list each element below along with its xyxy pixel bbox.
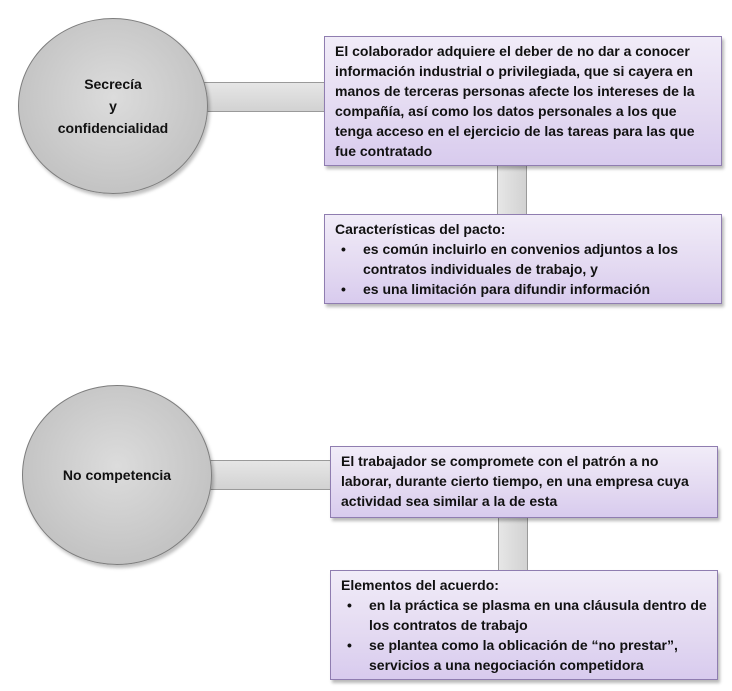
node-non-compete: No competencia [22,385,212,565]
noncompete-description-text: El trabajador se compromete con el patró… [341,453,689,509]
secrecy-characteristics-box: Características del pacto: es común incl… [324,214,722,304]
connector-noncompete-to-description [195,460,335,490]
node-secrecy-confidentiality: Secrecía y confidencialidad [18,18,208,194]
list-item: se plantea como la oblicación de “no pre… [341,635,707,675]
connector-noncompete-description-to-details [498,518,528,572]
noncompete-elements-heading: Elementos del acuerdo: [341,577,499,593]
secrecy-characteristics-heading: Características del pacto: [335,221,506,237]
node-secrecy-label: Secrecía y confidencialidad [43,73,183,139]
list-item: es común incluirlo en convenios adjuntos… [335,239,711,279]
list-item: es una limitación para difundir informac… [335,279,711,299]
node-secrecy-label-line: Secrecía [84,76,142,92]
noncompete-elements-list: en la práctica se plasma en una cláusula… [341,595,707,675]
noncompete-elements-box: Elementos del acuerdo: en la práctica se… [330,570,718,680]
secrecy-description-box: El colaborador adquiere el deber de no d… [324,36,722,166]
noncompete-description-box: El trabajador se compromete con el patró… [330,446,718,518]
node-secrecy-label-line: confidencialidad [57,120,169,136]
connector-secrecy-description-to-details [497,165,527,215]
node-secrecy-label-line: y [109,98,117,114]
list-item: en la práctica se plasma en una cláusula… [341,595,707,635]
node-noncompete-label: No competencia [47,464,187,486]
secrecy-characteristics-list: es común incluirlo en convenios adjuntos… [335,239,711,299]
connector-secrecy-to-description [190,82,330,112]
secrecy-description-text: El colaborador adquiere el deber de no d… [335,43,695,159]
node-noncompete-label-line: No competencia [62,467,172,483]
